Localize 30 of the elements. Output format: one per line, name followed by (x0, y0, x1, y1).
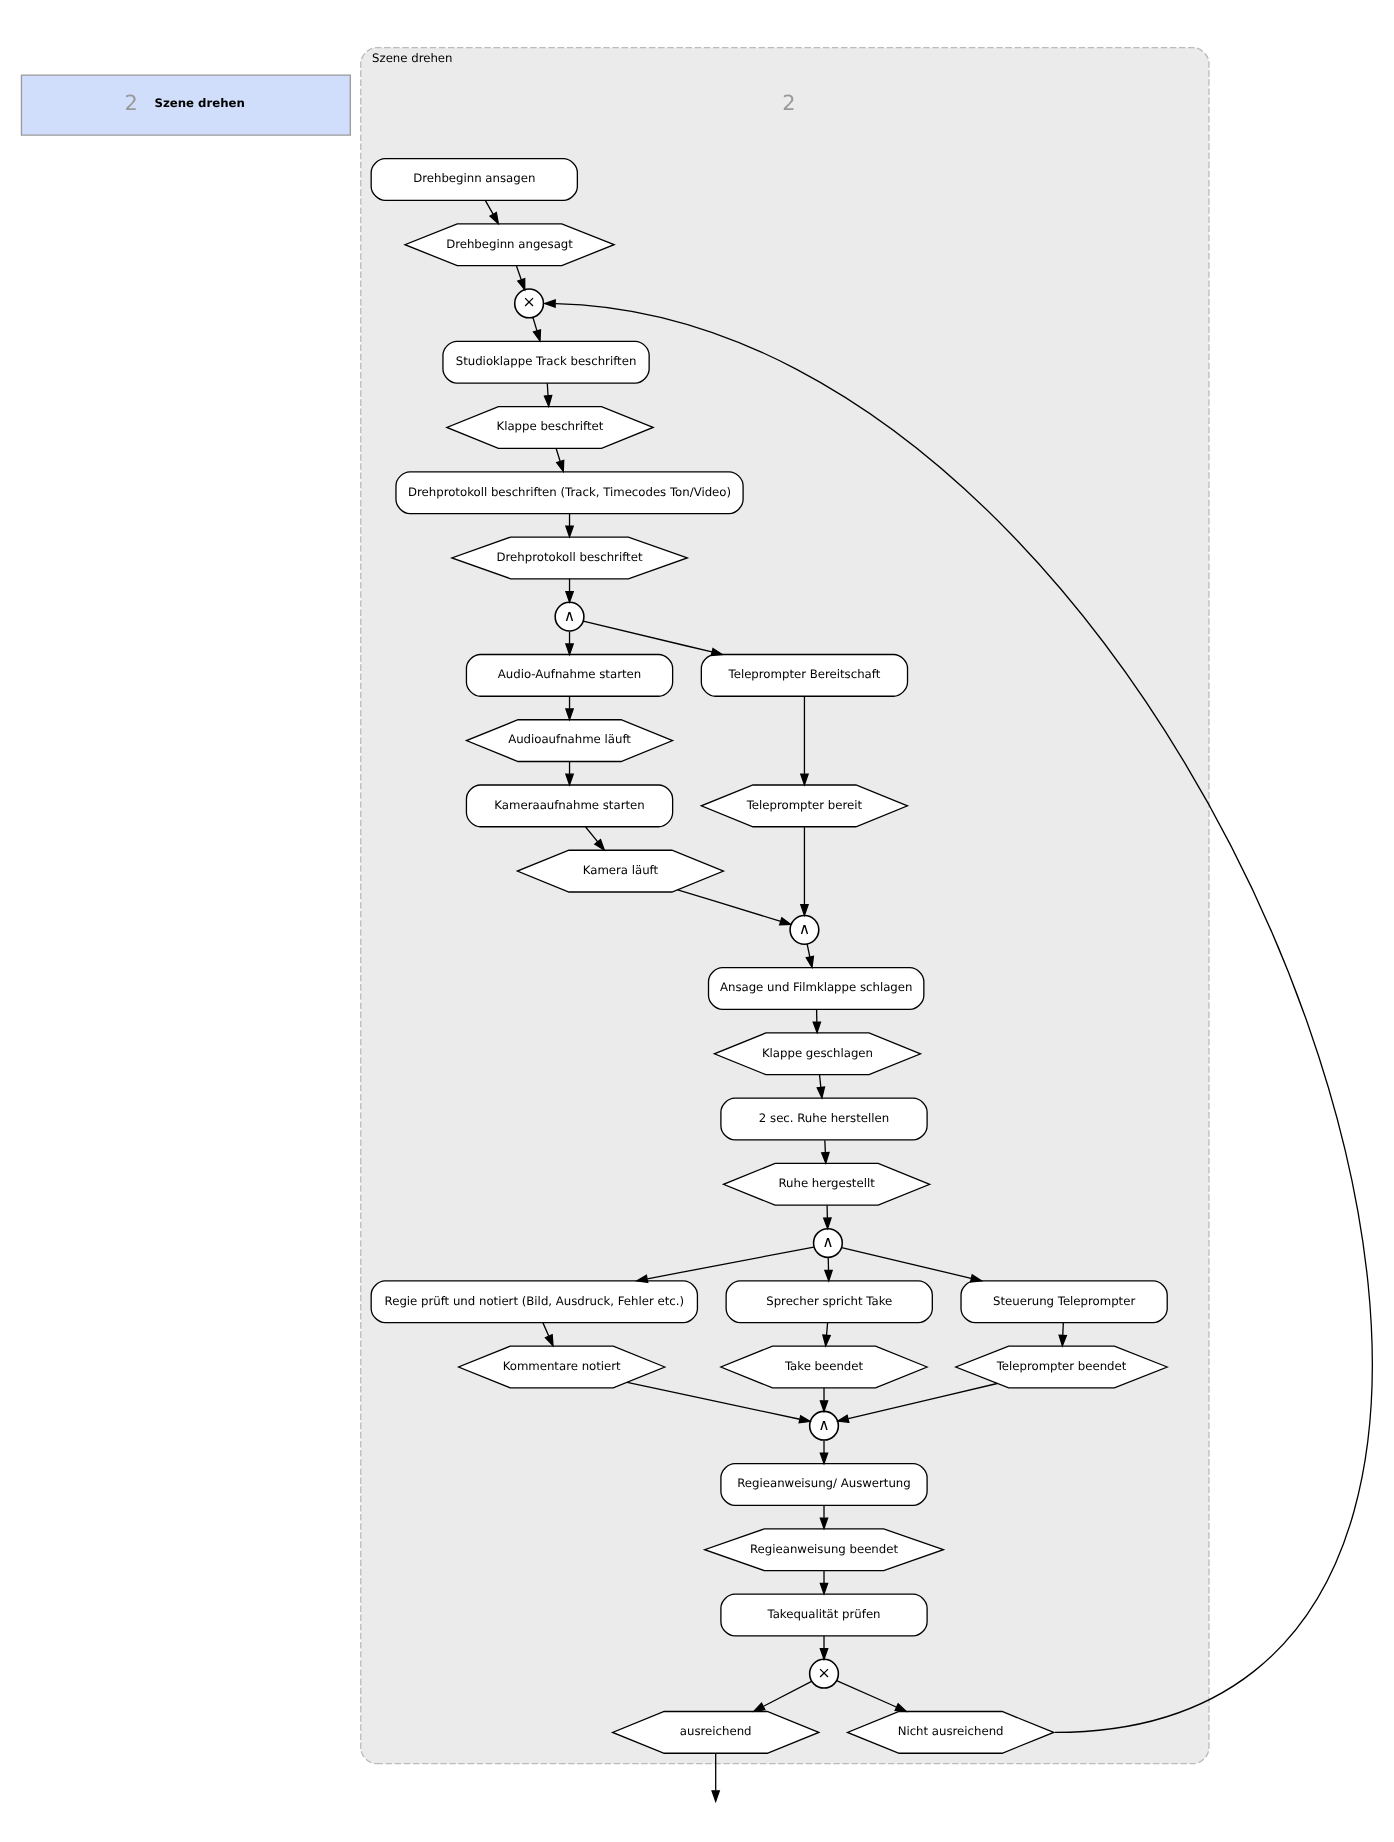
arrow (585, 825, 606, 851)
arrow (819, 1386, 829, 1413)
arrow (542, 298, 1373, 1733)
arrow (819, 1438, 829, 1465)
arrow (677, 888, 793, 925)
arrow (819, 1634, 829, 1661)
arrow (835, 1678, 908, 1712)
arrow (484, 198, 500, 225)
arrow (626, 1380, 813, 1423)
arrow (515, 264, 526, 291)
arrow (841, 1245, 984, 1282)
node-label: 2 (782, 91, 796, 116)
arrow (555, 446, 565, 473)
arrow (819, 1503, 829, 1530)
arrow (822, 1203, 832, 1230)
arrow (820, 1138, 830, 1165)
arrow (805, 942, 815, 969)
arrow (634, 1245, 815, 1283)
arrow (543, 381, 553, 408)
arrow (711, 1751, 721, 1803)
arrow (1058, 1321, 1068, 1347)
arrow (542, 1321, 554, 1347)
arrow (819, 1569, 829, 1595)
arrow (822, 1321, 832, 1347)
arrow (835, 1381, 998, 1423)
arrow (582, 619, 725, 656)
arrow (816, 1073, 826, 1099)
arrow (752, 1679, 813, 1712)
arrow (799, 825, 809, 917)
arrow (799, 695, 809, 786)
